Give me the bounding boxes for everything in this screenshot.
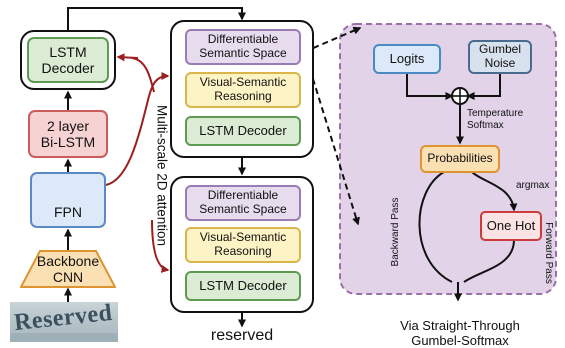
temperature-softmax-label: Temperature Softmax [467,108,523,131]
block2-vsr-label: Visual-Semantic Reasoning [199,230,287,258]
arrow-noise-to-sum [466,74,501,100]
forward-pass-line [463,239,515,283]
argmax-label: argmax [516,180,549,191]
block1-dss: Differentiable Semantic Space [185,29,301,65]
argmax-text: argmax [516,180,550,191]
output-text: reserved [192,327,292,345]
input-text-image: Reserved [10,302,118,342]
probabilities-box: Probabilities [420,145,500,173]
gumbel-noise-label: Gumbel Noise [478,42,522,70]
block1-vsr: Visual-Semantic Reasoning [185,72,301,108]
bilstm-label: 2 layer Bi-LSTM [40,117,96,150]
forward-pass-text: Forward Pass [543,222,554,284]
block2-decoder: LSTM Decoder [185,271,301,301]
fpn-box: FPN [30,172,106,228]
attention-arrow-bilstm [131,57,155,93]
backbone-cnn-box: Backbone CNN [20,250,116,288]
fpn-label: FPN [54,203,82,220]
block2-vsr: Visual-Semantic Reasoning [185,227,301,263]
one-hot-label: One Hot [486,217,536,233]
attention-arrow-block2 [151,219,170,273]
block1-decoder: LSTM Decoder [185,116,301,146]
arrow-logits-to-sum [406,74,454,100]
block1-vsr-label: Visual-Semantic Reasoning [199,75,287,103]
probabilities-label: Probabilities [427,151,493,166]
backward-pass-label: Backward Pass [390,192,401,272]
forward-pass-label: Forward Pass [543,213,554,293]
arrow-decoder-to-block1 [67,7,246,30]
logits-label: Logits [389,50,425,66]
backbone-cnn-label: Backbone CNN [36,252,100,285]
backward-pass-text: Backward Pass [390,197,401,267]
attention-label: Multi-scale 2D attention [155,96,170,256]
logits-box: Logits [373,44,441,74]
block1-decoder-label: LSTM Decoder [199,122,287,138]
attention-label-text: Multi-scale 2D attention [154,104,170,247]
gumbel-caption: Via Straight-Through Gumbel-Softmax [380,302,540,348]
output-text-value: reserved [210,327,274,344]
block1-dss-label: Differentiable Semantic Space [199,32,287,60]
block2-dss-label: Differentiable Semantic Space [199,188,287,216]
attention-arrow-block1 [105,72,170,186]
encoder-lstm-decoder-label: LSTM Decoder [41,43,95,76]
one-hot-box: One Hot [480,211,542,241]
gumbel-caption-text: Via Straight-Through Gumbel-Softmax [400,317,520,348]
arrow-prob-to-onehot [471,171,518,212]
gumbel-noise-box: Gumbel Noise [468,40,532,74]
block2-decoder-label: LSTM Decoder [199,277,287,293]
attention-arrow-bilstm-head [116,53,139,62]
encoder-lstm-decoder: LSTM Decoder [20,30,116,90]
temperature-softmax-text: Temperature Softmax [467,108,524,131]
backward-pass-line [418,171,453,283]
bilstm-box: 2 layer Bi-LSTM [28,110,108,158]
input-image-word: Reserved [12,302,114,337]
block2-dss: Differentiable Semantic Space [185,185,301,221]
